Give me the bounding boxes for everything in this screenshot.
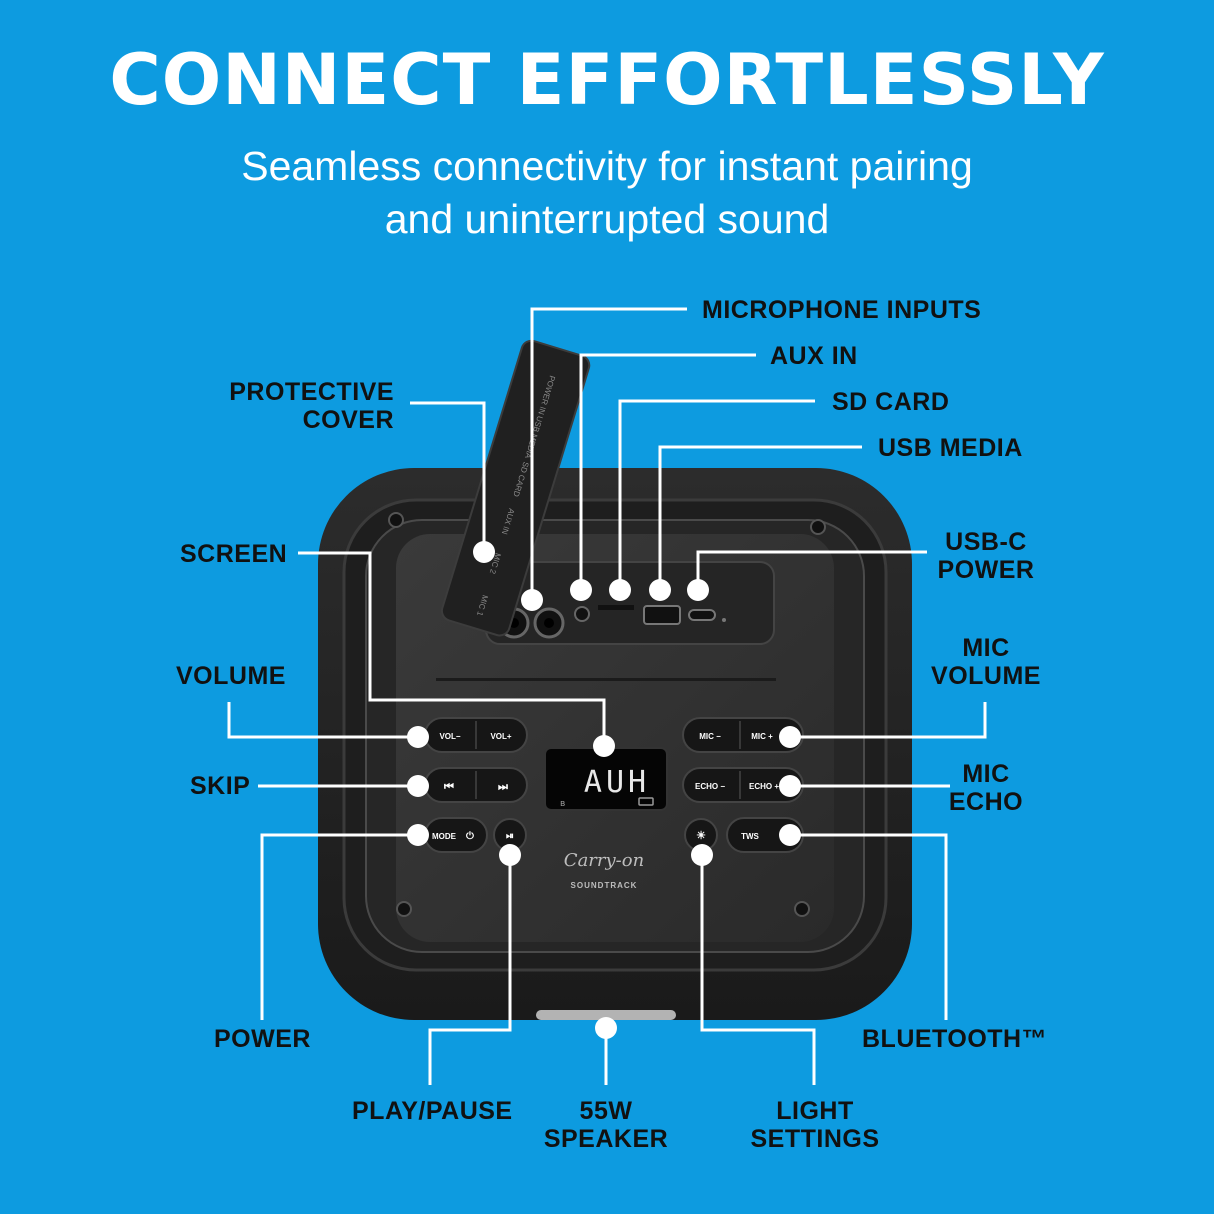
label-screen: SCREEN: [180, 540, 288, 568]
mode-label: MODE: [432, 832, 457, 841]
brand-subtitle: SOUNDTRACK: [571, 881, 638, 890]
power-icon: ⏻: [466, 830, 474, 842]
tws-label: TWS: [741, 832, 759, 841]
callout-dots: [407, 541, 801, 1039]
label-protective-cover: PROTECTIVE COVER: [229, 378, 394, 434]
label-microphone-inputs: MICROPHONE INPUTS: [702, 296, 982, 324]
label-mic-volume: MIC VOLUME: [931, 634, 1041, 690]
play-pause-icon: ⏯: [506, 831, 514, 842]
echo-minus-label: ECHO −: [695, 782, 725, 791]
usb-a-port: [643, 605, 681, 625]
screen-readout: AUH: [584, 765, 650, 800]
mic-volume-pill: [682, 717, 804, 753]
sd-card-slot: [598, 605, 634, 610]
skip-back-icon: ⏮: [444, 781, 454, 793]
right-buttons: MIC − MIC + ECHO − ECHO + ☀ TWS: [682, 717, 804, 853]
label-mic-echo: MIC ECHO: [948, 760, 1024, 816]
battery-icon: [638, 797, 654, 806]
label-55w-speaker: 55W SPEAKER: [543, 1097, 669, 1153]
usb-c-port: [688, 609, 716, 621]
screw-icon: [810, 519, 826, 535]
aux-jack: [574, 606, 590, 622]
label-play-pause: PLAY/PAUSE: [352, 1097, 513, 1125]
callout-lines: [227, 307, 987, 1085]
label-usb-c-power: USB-C POWER: [937, 528, 1035, 584]
screw-icon: [396, 901, 412, 917]
vol-plus-label: VOL+: [490, 732, 511, 741]
subtitle-line-2: and uninterrupted sound: [384, 196, 830, 242]
screw-icon: [794, 901, 810, 917]
label-usb-media: USB MEDIA: [878, 434, 1023, 462]
subtitle-line-1: Seamless connectivity for instant pairin…: [241, 143, 973, 189]
label-light-settings: LIGHT SETTINGS: [750, 1097, 880, 1153]
label-aux-in: AUX IN: [770, 342, 858, 370]
echo-plus-label: ECHO +: [749, 782, 779, 791]
screw-icon: [388, 512, 404, 528]
light-icon: ☀: [696, 830, 706, 842]
label-sd-card: SD CARD: [832, 388, 950, 416]
label-skip: SKIP: [190, 772, 251, 800]
page-title: CONNECT EFFORTLESSLY: [109, 39, 1105, 121]
vol-minus-label: VOL−: [439, 732, 460, 741]
screen-display: AUH ʙ: [544, 747, 668, 811]
mic-minus-label: MIC −: [699, 732, 721, 741]
label-bluetooth: BLUETOOTH™: [862, 1025, 1048, 1053]
label-volume: VOLUME: [176, 662, 286, 690]
brand-logo: Carry-on: [564, 850, 644, 871]
mic-plus-label: MIC +: [751, 732, 773, 741]
skip-forward-icon: ⏭: [498, 781, 508, 793]
left-buttons: VOL− VOL+ ⏮ ⏭ MODE ⏻ ⏯: [424, 717, 528, 853]
bluetooth-icon: ʙ: [560, 799, 565, 809]
label-power: POWER: [214, 1025, 311, 1053]
